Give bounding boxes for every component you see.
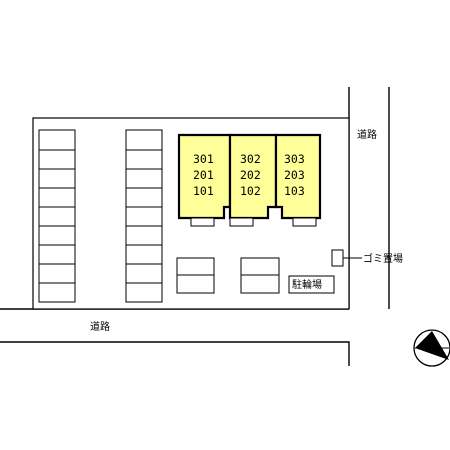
entrance-step	[292, 217, 317, 227]
parking-space	[176, 257, 215, 276]
parking-space	[125, 244, 163, 265]
entrance-step	[229, 217, 254, 227]
parking-space	[38, 244, 76, 265]
garbage-box	[331, 249, 344, 267]
unit-number: 103	[284, 184, 305, 198]
unit-number: 201	[193, 168, 214, 182]
parking-lower	[176, 257, 280, 294]
east-road-label: 道路	[357, 128, 377, 141]
garbage-label: ゴミ置場	[363, 252, 403, 265]
parking-column-west	[38, 129, 76, 303]
parking-space	[125, 129, 163, 151]
unit-number: 202	[240, 168, 261, 182]
unit-number: 302	[240, 152, 261, 166]
parking-space	[38, 129, 76, 151]
bicycle-parking-box	[288, 275, 335, 294]
parking-space	[125, 263, 163, 284]
unit-number: 301	[193, 152, 214, 166]
parking-space	[176, 274, 215, 294]
apartment-building: 301 201 101 302 202 102 303 203 103	[177, 133, 322, 227]
parking-space	[38, 149, 76, 170]
bicycle-parking: 駐輪場	[288, 275, 335, 294]
parking-space	[38, 187, 76, 208]
parking-space	[240, 274, 280, 294]
bicycle-parking-label: 駐輪場	[292, 278, 322, 291]
parking-space	[38, 263, 76, 284]
south-road-label: 道路	[90, 320, 110, 333]
unit-number: 303	[284, 152, 305, 166]
garbage-area: ゴミ置場	[331, 249, 403, 267]
unit-number: 203	[284, 168, 305, 182]
parking-space	[125, 225, 163, 246]
entrance-step	[190, 217, 215, 227]
parking-space	[38, 206, 76, 227]
building-block-3	[274, 133, 322, 220]
parking-space	[125, 168, 163, 189]
unit-number: 101	[193, 184, 214, 198]
parking-space	[125, 206, 163, 227]
parking-space	[240, 257, 280, 276]
parking-space	[38, 168, 76, 189]
unit-number: 102	[240, 184, 261, 198]
parking-space	[38, 282, 76, 303]
parking-space	[125, 282, 163, 303]
parking-space	[125, 149, 163, 170]
north-arrow-icon	[413, 329, 450, 367]
south-road-south-edge	[0, 341, 350, 366]
parking-space	[125, 187, 163, 208]
parking-column-middle	[125, 129, 163, 303]
parking-space	[38, 225, 76, 246]
